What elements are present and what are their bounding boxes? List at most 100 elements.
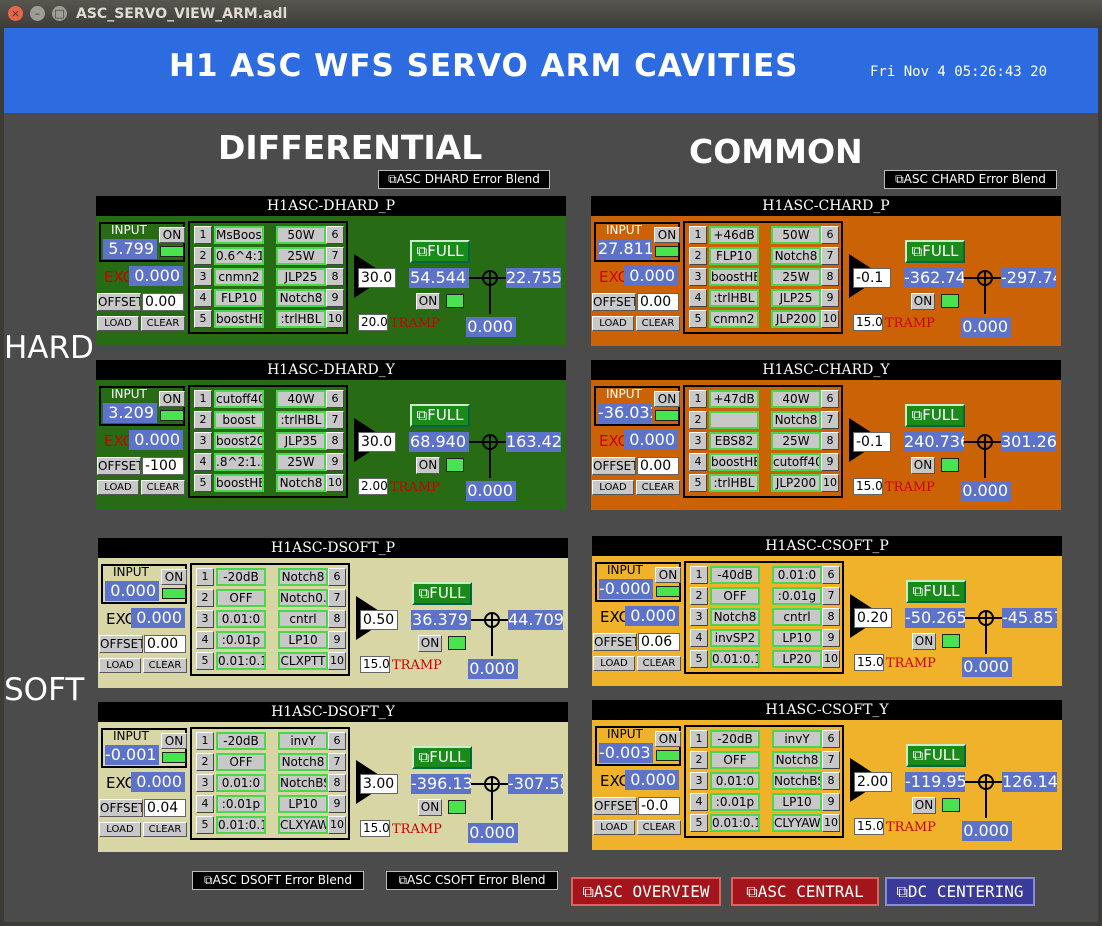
filter-8-button[interactable]: 25W — [771, 268, 821, 286]
filter-10-button[interactable]: LP20 — [772, 650, 822, 668]
filter-10-button[interactable]: CLYYAW — [772, 814, 822, 832]
filter-4-button[interactable]: :0.01p — [710, 793, 760, 811]
filter-3-button[interactable]: cnmn2 — [214, 268, 264, 286]
output-on-button[interactable]: ON — [911, 293, 935, 310]
filter-5-button[interactable]: 0.01:0.1g — [216, 652, 266, 670]
filter-9-button[interactable]: LP10 — [772, 629, 822, 647]
output-on-button[interactable]: ON — [416, 293, 440, 310]
filter-7-button[interactable]: Notch8 — [278, 753, 328, 771]
filter-5-button[interactable]: :trlHBL — [709, 474, 759, 492]
filter-4-button[interactable]: .8^2:1.2^2 — [214, 453, 264, 471]
input-on-button[interactable]: ON — [159, 227, 185, 243]
output-on-button[interactable]: ON — [418, 799, 442, 816]
clear-button[interactable]: CLEAR — [636, 316, 680, 331]
full-button[interactable]: ⧉FULL — [412, 746, 472, 769]
tramp-input[interactable]: 20.0 — [358, 314, 388, 331]
filter-2-button[interactable]: OFF — [710, 751, 760, 769]
clear-button[interactable]: CLEAR — [636, 480, 680, 495]
output-on-button[interactable]: ON — [912, 797, 936, 814]
offset-button[interactable]: OFFSET — [592, 293, 636, 311]
csoft-error-blend-button[interactable]: ⧉ASC CSOFT Error Blend — [386, 871, 558, 890]
clear-button[interactable]: CLEAR — [637, 656, 681, 671]
filter-4-button[interactable]: boostHBW — [709, 453, 759, 471]
filter-8-button[interactable]: JLP25 — [276, 268, 326, 286]
offset-input[interactable]: -100 — [142, 457, 184, 475]
output-on-button[interactable]: ON — [416, 457, 440, 474]
filter-4-button[interactable]: :0.01p — [216, 795, 266, 813]
filter-5-button[interactable]: cnmn2 — [709, 310, 759, 328]
filter-3-button[interactable]: 0.01:0 — [710, 772, 760, 790]
minimize-icon[interactable]: – — [30, 6, 45, 21]
filter-6-button[interactable]: invY — [772, 730, 822, 748]
filter-1-button[interactable]: +47dB — [709, 390, 759, 408]
filter-6-button[interactable]: 0.01:0 — [772, 566, 822, 584]
filter-5-button[interactable]: 0.01:0.1g — [710, 650, 760, 668]
filter-8-button[interactable]: cntrl — [772, 608, 822, 626]
input-on-button[interactable]: ON — [654, 391, 680, 407]
full-button[interactable]: ⧉FULL — [410, 240, 470, 263]
input-on-button[interactable]: ON — [159, 391, 185, 407]
filter-4-button[interactable]: :0.01p — [216, 631, 266, 649]
offset-input[interactable]: 0.00 — [142, 293, 184, 311]
load-button[interactable]: LOAD — [593, 656, 635, 671]
filter-9-button[interactable]: cutoff40W — [771, 453, 821, 471]
dsoft-error-blend-button[interactable]: ⧉ASC DSOFT Error Blend — [192, 871, 364, 890]
filter-6-button[interactable]: Notch8 — [278, 568, 328, 586]
clear-button[interactable]: CLEAR — [141, 480, 185, 495]
filter-8-button[interactable]: 25W — [771, 432, 821, 450]
maximize-icon[interactable]: □ — [52, 6, 67, 21]
filter-3-button[interactable]: 0.01:0 — [216, 774, 266, 792]
filter-6-button[interactable]: 50W — [771, 226, 821, 244]
filter-2-button[interactable]: OFF — [216, 589, 266, 607]
tramp-input[interactable]: 15.0 — [854, 818, 884, 835]
filter-9-button[interactable]: Notch8 — [276, 289, 326, 307]
filter-2-button[interactable]: OFF — [216, 753, 266, 771]
filter-3-button[interactable]: 0.01:0 — [216, 610, 266, 628]
tramp-input[interactable]: 15.0 — [854, 654, 884, 671]
filter-7-button[interactable]: Notch8 — [772, 751, 822, 769]
filter-7-button[interactable]: :0.01g — [772, 587, 822, 605]
load-button[interactable]: LOAD — [97, 316, 139, 331]
gain-input[interactable]: 2.00 — [854, 772, 892, 792]
offset-button[interactable]: OFFSET — [97, 457, 141, 475]
output-on-button[interactable]: ON — [418, 635, 442, 652]
filter-9-button[interactable]: LP10 — [278, 631, 328, 649]
load-button[interactable]: LOAD — [99, 822, 141, 837]
close-icon[interactable]: × — [8, 6, 23, 21]
input-on-button[interactable]: ON — [161, 733, 187, 749]
filter-7-button[interactable]: 25W — [276, 247, 326, 265]
filter-3-button[interactable]: boost20W — [214, 432, 264, 450]
filter-2-button[interactable]: boost — [214, 411, 264, 429]
offset-input[interactable]: 0.06 — [638, 633, 680, 651]
filter-1-button[interactable]: -20dB — [216, 732, 266, 750]
offset-button[interactable]: OFFSET — [592, 457, 636, 475]
clear-button[interactable]: CLEAR — [143, 822, 187, 837]
asc-central-button[interactable]: ⧉ASC CENTRAL — [731, 877, 879, 906]
offset-button[interactable]: OFFSET — [99, 635, 143, 653]
filter-5-button[interactable]: 0.01:0.1g — [710, 814, 760, 832]
gain-input[interactable]: 30.0 — [358, 432, 396, 452]
filter-2-button[interactable]: FLP10 — [709, 247, 759, 265]
filter-1-button[interactable]: MsBoost2 — [214, 226, 264, 244]
load-button[interactable]: LOAD — [99, 658, 141, 673]
filter-7-button[interactable]: :trlHBL — [276, 411, 326, 429]
dc-centering-button[interactable]: ⧉DC CENTERING — [885, 877, 1035, 906]
gain-input[interactable]: 30.0 — [358, 268, 396, 288]
offset-button[interactable]: OFFSET — [97, 293, 141, 311]
asc-overview-button[interactable]: ⧉ASC OVERVIEW — [571, 877, 721, 906]
tramp-input[interactable]: 2.00 — [358, 478, 388, 495]
input-on-button[interactable]: ON — [161, 569, 187, 585]
offset-input[interactable]: -0.0 — [638, 797, 680, 815]
offset-input[interactable]: 0.00 — [637, 293, 679, 311]
filter-1-button[interactable]: -20dB — [710, 730, 760, 748]
full-button[interactable]: ⧉FULL — [410, 404, 470, 427]
input-on-button[interactable]: ON — [655, 567, 681, 583]
filter-4-button[interactable]: FLP10 — [214, 289, 264, 307]
load-button[interactable]: LOAD — [592, 316, 634, 331]
filter-6-button[interactable]: 50W — [276, 226, 326, 244]
filter-7-button[interactable]: Notch0.45 — [278, 589, 328, 607]
full-button[interactable]: ⧉FULL — [906, 744, 966, 767]
filter-10-button[interactable]: CLXPTT — [278, 652, 328, 670]
output-on-button[interactable]: ON — [911, 457, 935, 474]
filter-3-button[interactable]: boostHBW — [709, 268, 759, 286]
